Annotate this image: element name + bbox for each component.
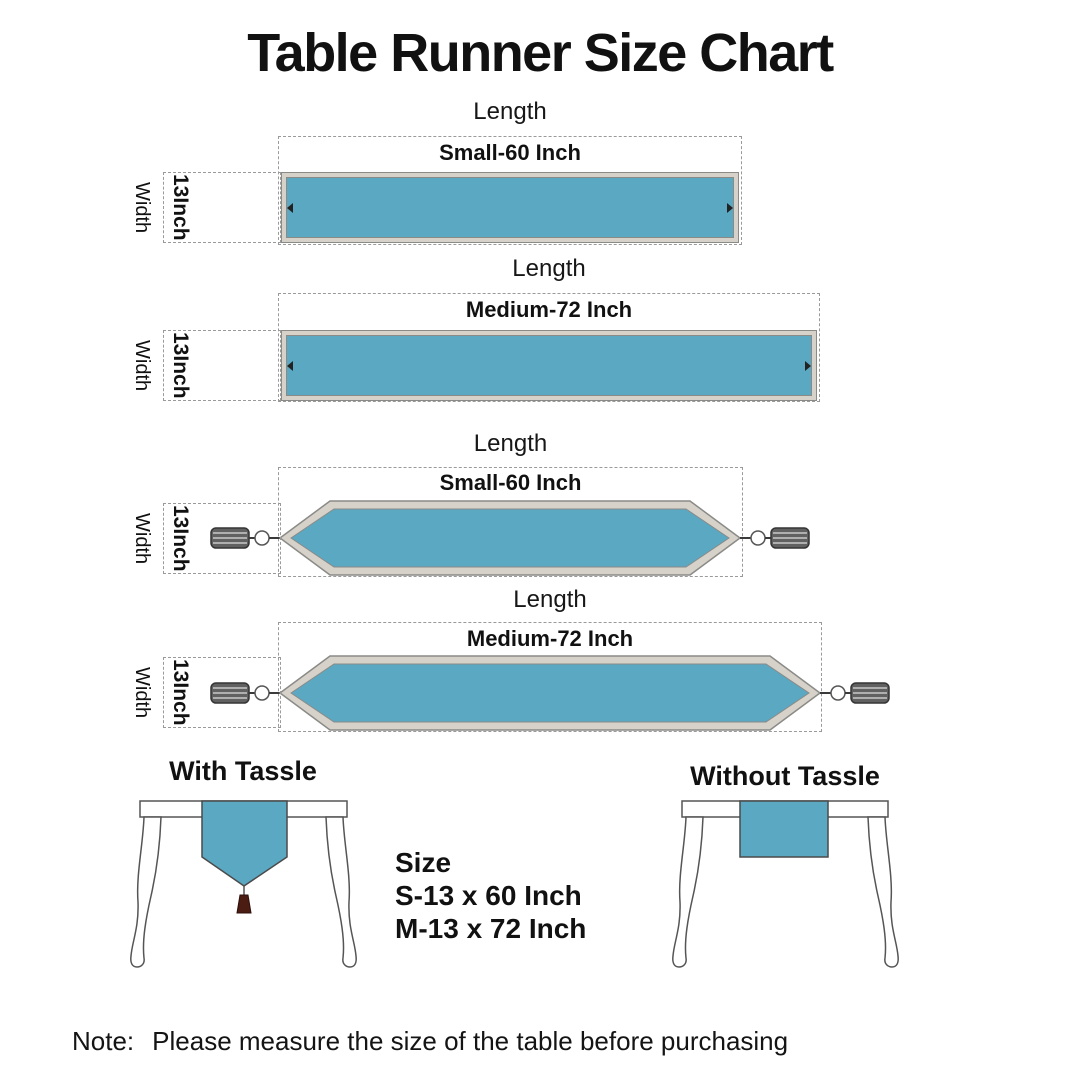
without-tassle-heading: Without Tassle (690, 761, 880, 791)
table-leg (130, 816, 162, 968)
length-measure-box (278, 622, 822, 732)
size-label: Small-60 Inch (439, 140, 581, 165)
runner-fabric (290, 663, 810, 723)
note: Note: Please measure the size of the tabl… (72, 1026, 788, 1057)
length-label: Length (473, 98, 547, 125)
runner-pointed-medium (210, 655, 890, 731)
width-measure-box (163, 503, 281, 574)
size-label: Medium-72 Inch (465, 297, 633, 322)
width-label: Width (131, 512, 153, 565)
size-small: S-13 x 60 Inch (395, 880, 582, 911)
hanging-runner-flat (739, 800, 829, 858)
tassel-left-icon (210, 527, 280, 549)
width-value-label: 13Inch (169, 174, 192, 241)
tassel-icon (236, 894, 252, 914)
runner-fabric (290, 508, 730, 568)
tassel-right-icon (820, 682, 890, 704)
width-value-label: 13Inch (169, 332, 192, 399)
length-label: Length (513, 586, 587, 613)
size-label: Small-60 Inch (439, 470, 582, 495)
width-value-label: 13Inch (169, 659, 192, 726)
length-label: Length (473, 430, 548, 457)
runner-flat-small (281, 172, 739, 243)
length-measure-box (278, 293, 820, 402)
length-measure-box (278, 136, 742, 245)
table-without-tassle-illustration (672, 800, 899, 968)
table-leg (325, 816, 357, 968)
measure-arrow-left-icon (287, 202, 293, 213)
table-leg (867, 816, 899, 968)
page-title: Table Runner Size Chart (247, 23, 834, 83)
table-leg (672, 816, 704, 968)
note-text: Please measure the size of the table bef… (152, 1026, 789, 1056)
tassel-left-icon (210, 682, 280, 704)
measure-arrow-right-icon (805, 360, 811, 371)
with-tassle-heading: With Tassle (169, 756, 317, 786)
size-heading: Size (395, 847, 452, 878)
tassel-right-icon (740, 527, 810, 549)
width-label: Width (131, 339, 153, 392)
runner-fabric (286, 177, 734, 238)
measure-arrow-right-icon (727, 202, 733, 213)
hanging-runner-pointed (201, 800, 288, 887)
runner-fabric (286, 335, 812, 396)
table-with-tassle-illustration (130, 800, 357, 968)
runner-flat-medium (281, 330, 817, 401)
note-label: Note: (72, 1026, 135, 1056)
width-measure-box (163, 657, 281, 728)
width-measure-box (163, 330, 281, 401)
width-measure-box (163, 172, 281, 243)
size-summary: Size S-13 x 60 Inch M-13 x 72 Inch (395, 846, 586, 945)
runner-pointed-small (210, 500, 810, 576)
size-medium: M-13 x 72 Inch (395, 913, 587, 944)
length-measure-box (278, 467, 743, 577)
width-label: Width (131, 666, 153, 719)
measure-arrow-left-icon (287, 360, 293, 371)
size-label: Medium-72 Inch (466, 626, 634, 651)
width-label: Width (131, 181, 153, 234)
width-value-label: 13Inch (169, 505, 192, 572)
length-label: Length (512, 255, 586, 282)
